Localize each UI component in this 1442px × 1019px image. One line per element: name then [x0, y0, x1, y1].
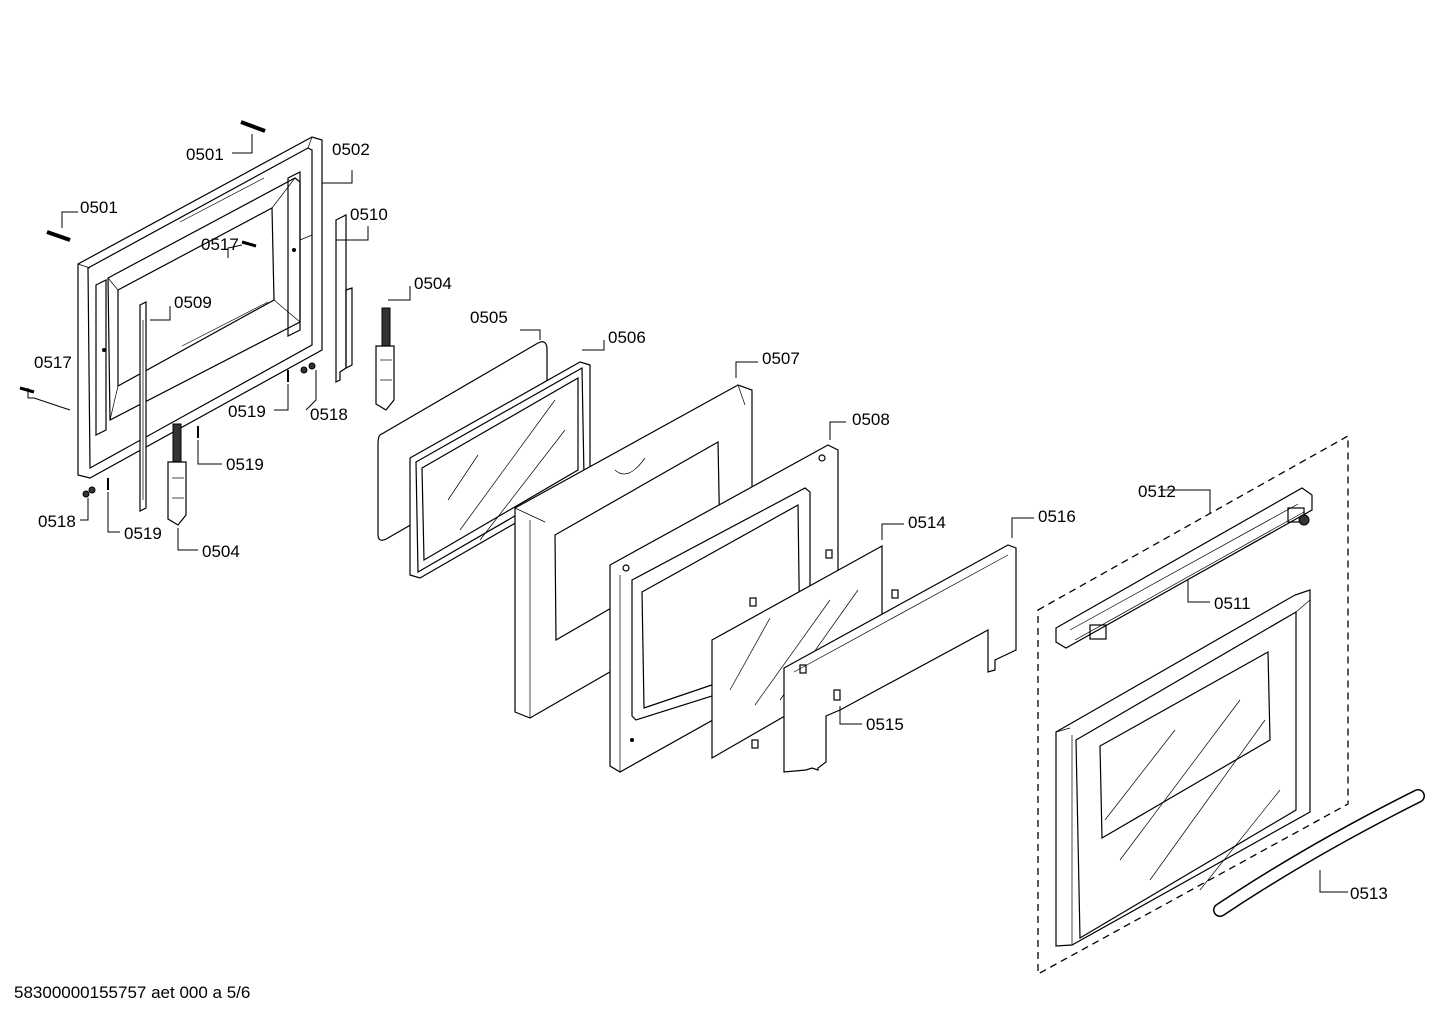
label-0510: 0510 — [350, 205, 388, 224]
label-0518-upper: 0518 — [310, 405, 348, 424]
label-0502: 0502 — [332, 140, 370, 159]
drawing-number-footer: 58300000155757 aet 000 a 5/6 — [14, 983, 250, 1002]
outer-glass-door-part — [1055, 589, 1311, 947]
handle-part — [1213, 789, 1425, 917]
top-profile-part — [1055, 487, 1313, 649]
label-0517-upper: 0517 — [201, 235, 239, 254]
side-strip-right-part — [335, 214, 353, 383]
label-0504-upper: 0504 — [414, 274, 452, 293]
label-0514: 0514 — [908, 513, 946, 532]
label-0519-upper: 0519 — [228, 402, 266, 421]
label-0517-left: 0517 — [34, 353, 72, 372]
label-0518-lower: 0518 — [38, 512, 76, 531]
label-0501-left: 0501 — [80, 198, 118, 217]
label-0516: 0516 — [1038, 507, 1076, 526]
label-0505: 0505 — [470, 308, 508, 327]
label-0508: 0508 — [852, 410, 890, 429]
leader-lines — [27, 134, 1348, 893]
label-0515: 0515 — [866, 715, 904, 734]
screw-parts — [19, 240, 316, 498]
label-0512: 0512 — [1138, 482, 1176, 501]
label-0519-mid: 0519 — [226, 455, 264, 474]
label-0513: 0513 — [1350, 884, 1388, 903]
pin-part-left — [46, 230, 71, 242]
label-0506: 0506 — [608, 328, 646, 347]
label-0507: 0507 — [762, 349, 800, 368]
label-0519-lower: 0519 — [124, 524, 162, 543]
label-0511: 0511 — [1214, 594, 1251, 613]
side-strip-left-part — [139, 301, 147, 512]
hinge-part-upper — [375, 307, 395, 411]
hinge-part-lower — [167, 423, 187, 526]
inner-door-frame-part — [77, 136, 323, 479]
assembly-dashed-outline — [1037, 434, 1349, 976]
pin-part-top — [240, 120, 266, 133]
label-0509: 0509 — [174, 293, 212, 312]
label-0504-lower: 0504 — [202, 542, 240, 561]
label-0501-top: 0501 — [186, 145, 224, 164]
part-number-labels: 0501 0502 0501 0510 0517 0504 0509 0505 … — [34, 140, 1388, 903]
